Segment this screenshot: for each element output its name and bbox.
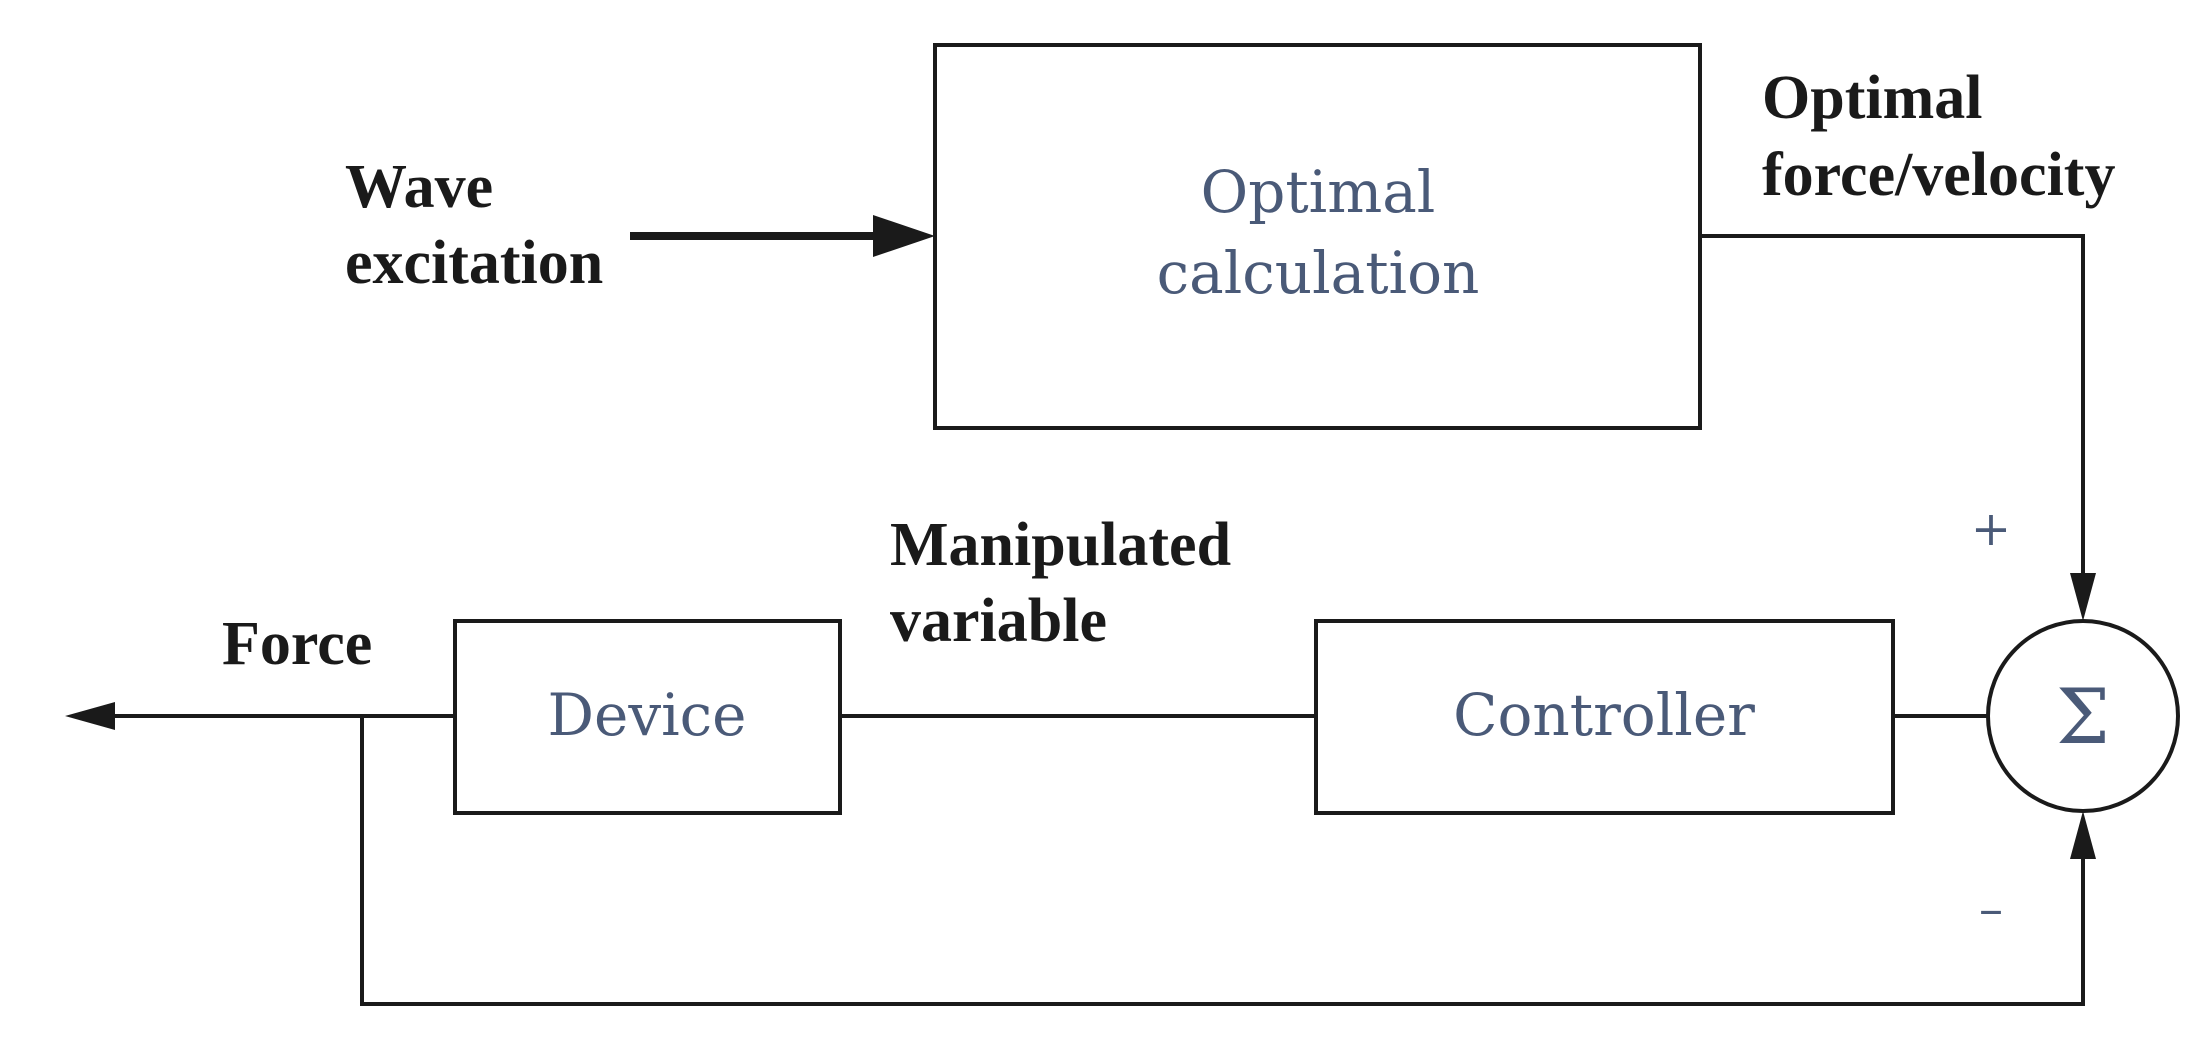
- wave-excitation-arrowhead: [873, 215, 935, 257]
- optimal-calculation-label-line1: Optimal: [1201, 158, 1436, 226]
- optimal-output-line: [1700, 234, 2085, 573]
- optimal-output-label-line1: Optimal: [1762, 64, 1982, 132]
- wave-excitation-label-line2: excitation: [345, 229, 603, 297]
- device-label: Device: [548, 681, 747, 749]
- sigma-symbol: Σ: [2056, 672, 2110, 761]
- feedback-line: [360, 716, 2085, 1006]
- optimal-calculation-block: Optimal calculation: [933, 43, 1702, 430]
- device-block: Device: [453, 619, 842, 815]
- controller-block: Controller: [1314, 619, 1895, 815]
- manipulated-variable-label-line1: Manipulated: [890, 511, 1231, 579]
- optimal-output-arrowhead: [2070, 573, 2096, 621]
- controller-label: Controller: [1453, 681, 1755, 749]
- feedback-arrowhead: [2070, 811, 2096, 859]
- force-label: Force: [222, 610, 372, 678]
- optimal-output-label-line2: force/velocity: [1762, 141, 2115, 209]
- force-output-arrowhead: [65, 702, 115, 730]
- manipulated-variable-label-line2: variable: [890, 587, 1107, 655]
- optimal-calculation-label-line2: calculation: [1157, 239, 1480, 307]
- summing-junction: Σ: [1986, 619, 2180, 813]
- wave-excitation-label-line1: Wave: [345, 153, 493, 221]
- minus-sign: –: [1979, 881, 2003, 937]
- plus-sign: +: [1971, 501, 2011, 557]
